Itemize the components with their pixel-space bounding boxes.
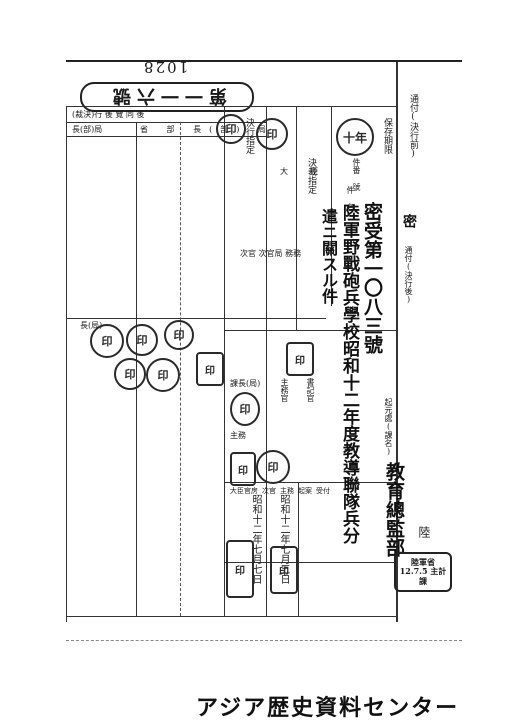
grid-col-7	[266, 482, 267, 616]
header-row-line	[66, 122, 266, 123]
page-edge-line	[66, 640, 462, 642]
seal-stamp-6: 印	[146, 358, 180, 392]
receipt-stamp-text: 陸軍省 12.7.5 主計課	[399, 556, 447, 586]
decision-label-2: 決裁指定	[306, 158, 316, 194]
col-label-0: 大臣官房	[230, 487, 258, 495]
notify-after-label: 通付(決行後)	[404, 246, 413, 304]
notify-label: 通付(決行前)	[408, 94, 418, 159]
col-label-4: 受付	[316, 487, 330, 495]
header-top-line	[66, 106, 398, 107]
header-row-line-2	[66, 136, 266, 137]
decision-label-1: 決行指定	[244, 118, 254, 154]
stamp-secret: 密	[401, 214, 417, 228]
seal-stamp-8: 印	[196, 352, 224, 386]
grid-col-3	[266, 106, 267, 616]
retention-stamp: 十年	[336, 118, 374, 156]
column-labels: 大臣官房 次官 主務 起案 受付	[230, 486, 330, 496]
seal-stamp-10: 印	[230, 392, 260, 426]
grid-col-6	[298, 482, 299, 616]
grid-col-2	[224, 106, 225, 616]
form-sheet: 第一一六號 (裁決)行 後 覽 同 後 長(部)局 省 部 長(部) 局 決行指…	[66, 60, 462, 622]
seal-stamp-3: 印	[90, 324, 124, 358]
official-label: 主務官	[280, 378, 289, 402]
col-label-3: 起案	[298, 487, 312, 495]
writer-label: 書記官	[306, 378, 315, 402]
seal-stamp-11: 印	[256, 450, 290, 484]
col-label-1: 次官	[262, 487, 276, 495]
seal-stamp-9: 印	[286, 342, 314, 376]
recipient-label: 陸	[417, 526, 431, 538]
subject-label: 件 名	[346, 186, 355, 211]
right-column-border	[396, 62, 398, 622]
grid-col-5	[331, 106, 332, 306]
document-title-tail: 遣ニ關スル件	[319, 208, 338, 304]
roles-top-label: 大 臣	[280, 167, 329, 176]
seal-stamp-5: 印	[164, 320, 194, 350]
serial-number: 密受第一〇八三號	[361, 202, 383, 354]
col-label-2: 主務	[280, 487, 294, 495]
grid-row-mid	[66, 318, 326, 319]
bottom-line	[66, 616, 398, 617]
origin-label: 起元處(課名)	[384, 398, 393, 456]
section-number-label: 件番 號	[352, 158, 361, 191]
document-title: 陸軍野戰砲兵學校昭和十二年度教導聯隊兵分	[339, 204, 359, 544]
bureau-label-2: 課長(局)	[230, 379, 261, 388]
bureau-label-3: 主務	[230, 431, 246, 440]
header-left-label: (裁決)行 後 覽 同 後	[72, 110, 145, 119]
seal-stamp-14: 印	[270, 546, 298, 594]
seal-stamp-12: 印	[230, 452, 256, 486]
seal-stamp-13: 印	[226, 540, 254, 598]
grid-row-low	[224, 482, 396, 483]
bureau-label-1: 長(局)	[80, 321, 103, 330]
grid-row-bottom	[224, 562, 396, 563]
left-border	[66, 106, 67, 622]
header-left-sublabel: 長(部)局	[72, 125, 103, 134]
seal-stamp-2: 印	[256, 118, 288, 150]
grid-row-mid-2	[224, 330, 396, 331]
origin-department: 教育總監部	[383, 462, 405, 557]
receipt-date-stamp: 陸軍省 12.7.5 主計課	[394, 552, 452, 592]
seal-stamp-4: 印	[126, 324, 158, 356]
document-banner: 第一一六號	[80, 82, 254, 112]
grid-col-4	[296, 106, 297, 330]
archive-footer: アジア歴史資料センター	[196, 696, 460, 721]
dash-col	[180, 122, 181, 616]
date-2: 昭和十二年七月七日	[250, 494, 261, 584]
retention-value: 十年	[342, 130, 367, 145]
seal-stamp-1: 印	[216, 114, 246, 144]
header-ministry-label: 省 部 長(部) 局	[140, 125, 274, 134]
seal-stamp-7: 印	[114, 358, 146, 390]
roles-mid-label: 次官 次官局 務務	[240, 249, 302, 258]
date-1: 昭和十二年七月五日	[278, 494, 289, 584]
retention-label: 保存期限	[382, 118, 392, 154]
